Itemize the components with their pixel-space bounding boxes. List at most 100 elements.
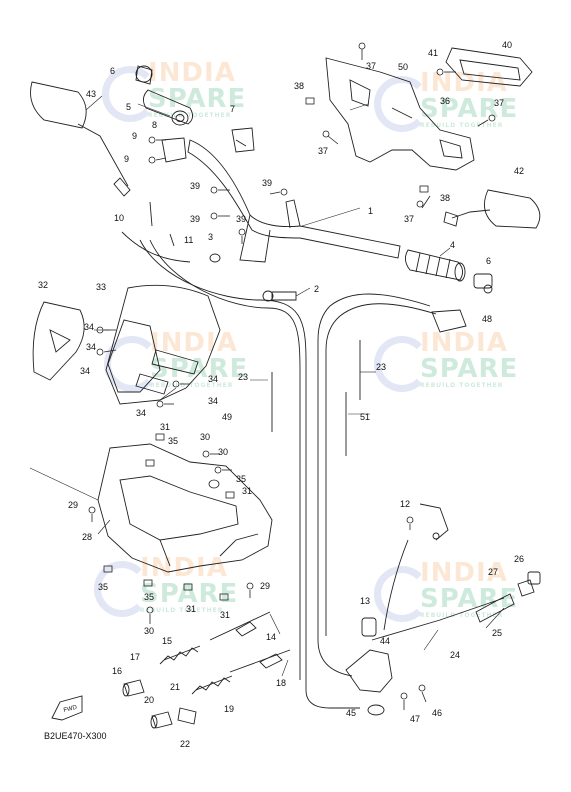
callout-8: 8	[152, 120, 157, 130]
callout-34: 34	[84, 322, 94, 332]
callout-24: 24	[450, 650, 460, 660]
callout-9b: 9	[124, 154, 129, 164]
callout-6b: 6	[486, 256, 491, 266]
callout-15: 15	[162, 636, 172, 646]
callout-37c: 37	[318, 146, 328, 156]
callout-31b: 31	[242, 486, 252, 496]
callout-23b: 23	[376, 362, 386, 372]
callout-12: 12	[400, 499, 410, 509]
right-grip	[405, 249, 466, 282]
callout-47: 47	[410, 714, 420, 724]
callout-35b: 35	[236, 474, 246, 484]
callout-39c: 39	[190, 214, 200, 224]
callout-4: 4	[450, 240, 455, 250]
callout-5: 5	[126, 102, 131, 112]
callout-7: 7	[230, 104, 235, 114]
callout-6: 6	[110, 66, 115, 76]
callout-16: 16	[112, 666, 122, 676]
callout-31d: 31	[220, 610, 230, 620]
meter-cover	[445, 47, 533, 87]
callout-37: 37	[366, 61, 376, 71]
callout-23: 23	[238, 372, 248, 382]
callout-21: 21	[170, 682, 180, 692]
callout-30c: 30	[144, 626, 154, 636]
bar-end-right	[473, 273, 493, 294]
callout-34f: 34	[136, 408, 146, 418]
callout-50: 50	[398, 62, 408, 72]
handlebar	[187, 139, 401, 263]
callout-49: 49	[222, 412, 232, 422]
callout-31c: 31	[186, 604, 196, 614]
callout-27: 27	[488, 567, 498, 577]
cable-holder	[121, 201, 191, 263]
callout-34c: 34	[80, 366, 90, 376]
callout-20: 20	[144, 695, 154, 705]
callout-31: 31	[160, 422, 170, 432]
callout-38b: 38	[440, 193, 450, 203]
bar-end-left	[135, 65, 153, 85]
fwd-label: FWD	[63, 705, 78, 714]
callout-35d: 35	[144, 592, 154, 602]
callout-30: 30	[200, 432, 210, 442]
callout-39d: 39	[236, 214, 246, 224]
callout-29: 29	[68, 500, 78, 510]
cable-tie	[271, 340, 361, 456]
callout-51: 51	[360, 412, 370, 422]
callout-13: 13	[360, 596, 370, 606]
cable-guide	[345, 649, 393, 716]
callout-numbers: 1 2 3 4 5 6 6 7 8 9 9 10 11 12 13 14 15 …	[38, 40, 524, 749]
front-panel	[97, 443, 273, 573]
callout-34e: 34	[208, 396, 218, 406]
callout-26: 26	[514, 554, 524, 564]
callout-48: 48	[482, 314, 492, 324]
diagram-code: B2UE470-X300	[44, 731, 107, 741]
bolt-2	[262, 290, 297, 302]
collar-parts	[122, 679, 197, 729]
callout-40: 40	[502, 40, 512, 50]
callout-42: 42	[514, 166, 524, 176]
callout-28: 28	[82, 532, 92, 542]
callout-39b: 39	[262, 178, 272, 188]
mount-bracket	[135, 349, 199, 395]
side-cover	[32, 301, 85, 381]
leader-lines	[29, 95, 505, 677]
callout-29b: 29	[260, 581, 270, 591]
callout-41: 41	[428, 48, 438, 58]
callout-17: 17	[130, 652, 140, 662]
callout-3: 3	[208, 232, 213, 242]
cable-clip	[361, 617, 377, 637]
callout-10: 10	[114, 213, 124, 223]
callout-36: 36	[440, 96, 450, 106]
callout-22: 22	[180, 739, 190, 749]
windscreen	[105, 284, 221, 405]
forward-arrow-icon	[51, 695, 83, 721]
callout-35c: 35	[98, 582, 108, 592]
stay-bracket	[419, 503, 449, 541]
callout-18: 18	[276, 678, 286, 688]
callout-9: 9	[132, 131, 137, 141]
left-mirror	[30, 81, 131, 197]
callout-37b: 37	[494, 98, 504, 108]
brake-cable-front	[139, 239, 360, 709]
callout-19: 19	[224, 704, 234, 714]
callout-33: 33	[96, 282, 106, 292]
callout-46: 46	[432, 708, 442, 718]
callout-39: 39	[190, 181, 200, 191]
brake-cable-rear	[317, 293, 437, 677]
callout-44: 44	[380, 636, 390, 646]
right-mirror	[443, 189, 541, 229]
callout-35: 35	[168, 436, 178, 446]
washer-3	[209, 253, 221, 263]
cable-spring-group	[159, 611, 291, 695]
clamp-48	[431, 309, 467, 333]
callout-14: 14	[266, 632, 276, 642]
left-grip	[143, 89, 193, 126]
callout-37d: 37	[404, 214, 414, 224]
callout-11: 11	[184, 235, 193, 245]
callout-2: 2	[314, 284, 319, 294]
right-switch-housing	[325, 57, 475, 171]
callout-25: 25	[492, 628, 502, 638]
throttle-cable-lower	[371, 539, 541, 641]
callout-32: 32	[38, 280, 48, 290]
